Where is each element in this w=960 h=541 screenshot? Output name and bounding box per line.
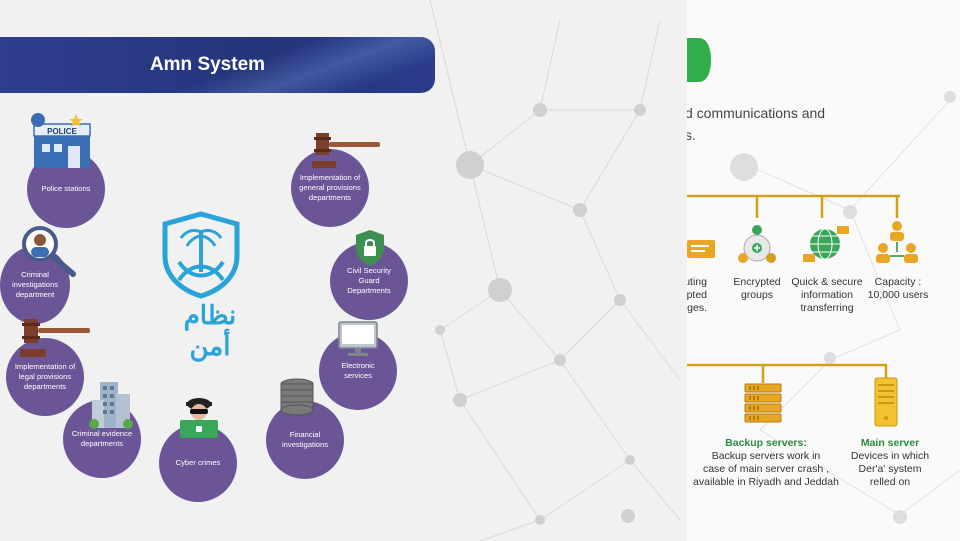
- feature-label-capacity: Capacity : 10,000 users: [867, 276, 929, 301]
- bubble-civil-security: Civil Security Guard Departments: [330, 242, 408, 320]
- main-server-block: Main server Devices in which Der'a' syst…: [845, 437, 935, 489]
- right-slide: d communications and s. uting pted ges. …: [687, 0, 960, 541]
- main-server-icon: [874, 377, 898, 427]
- intro-line-1: d communications and: [687, 105, 826, 121]
- amn-logo-emblem: [162, 211, 240, 299]
- backup-server-icon: [744, 383, 782, 423]
- main-server-title: Main server: [860, 437, 920, 449]
- gavel-icon: [20, 319, 90, 357]
- monitor-icon: [338, 321, 378, 356]
- title-bar: Amn System: [0, 37, 435, 93]
- chat-icon: [687, 240, 715, 258]
- feature-label-encrypted-groups: Encrypted groups: [733, 276, 781, 301]
- right-slide-graphics: [687, 38, 960, 524]
- investigator-magnifier-icon: [22, 226, 76, 277]
- green-tab: [687, 38, 711, 82]
- hacker-icon: [180, 398, 218, 438]
- police-station-icon: POLICE: [31, 113, 91, 168]
- users-capacity-icon: [876, 221, 918, 263]
- building-icon: [89, 382, 133, 429]
- backup-servers-block: Backup servers: Backup servers work in c…: [691, 437, 841, 489]
- feature-label-messages: uting pted ges.: [687, 276, 707, 314]
- shield-lock-icon: [356, 230, 384, 266]
- coins-icon: [280, 378, 314, 416]
- encrypted-groups-icon: [738, 225, 776, 263]
- logo-arabic-text: نظام أمن: [183, 300, 237, 361]
- left-slide: Amn System Police stations Criminal inve…: [0, 0, 435, 541]
- police-sign: POLICE: [47, 127, 77, 136]
- backup-servers-title: Backup servers:: [725, 437, 807, 449]
- globe-transfer-icon: [803, 226, 849, 262]
- gavel-icon-general: [312, 133, 380, 168]
- feature-label-quick-secure: Quick & secure information transferring: [791, 276, 863, 314]
- slide-title: Amn System: [149, 54, 266, 75]
- intro-line-2: s.: [687, 127, 696, 143]
